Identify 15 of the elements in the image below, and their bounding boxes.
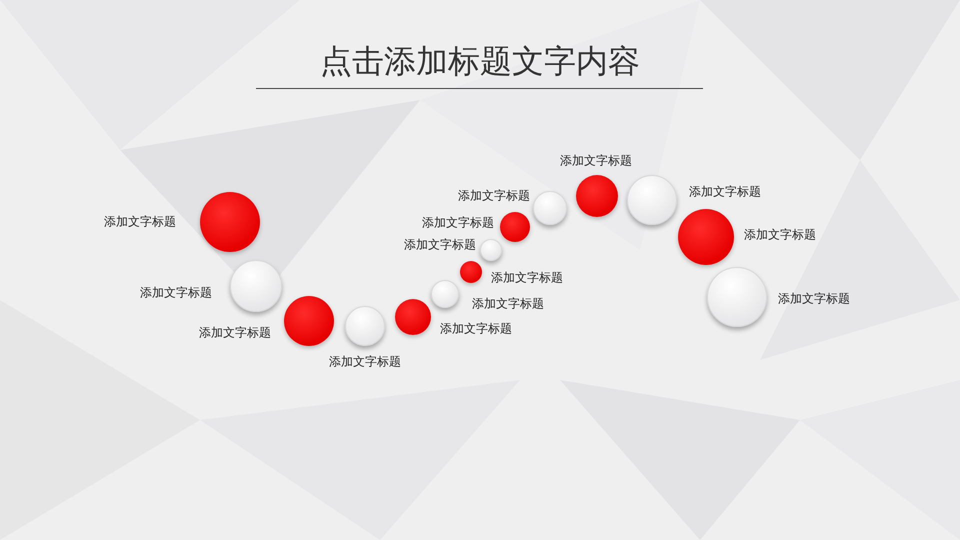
item-label: 添加文字标题 (689, 184, 761, 200)
item-label: 添加文字标题 (422, 214, 494, 232)
title: 点击添加标题文字内容 (319, 41, 641, 82)
item-label: 添加文字标题 (744, 226, 816, 244)
item-label: 添加文字标题 (329, 354, 401, 370)
item-label: 添加文字标题 (440, 320, 512, 338)
item-label: 添加文字标题 (778, 290, 850, 308)
item-label: 添加文字标题 (404, 236, 476, 254)
item-label: 添加文字标题 (472, 296, 544, 312)
item-label: 添加文字标题 (104, 214, 176, 230)
item-label: 添加文字标题 (491, 270, 563, 286)
item-label: 添加文字标题 (199, 324, 271, 342)
item-label: 添加文字标题 (560, 152, 632, 170)
item-label: 添加文字标题 (140, 284, 212, 302)
item-label: 添加文字标题 (458, 188, 530, 204)
